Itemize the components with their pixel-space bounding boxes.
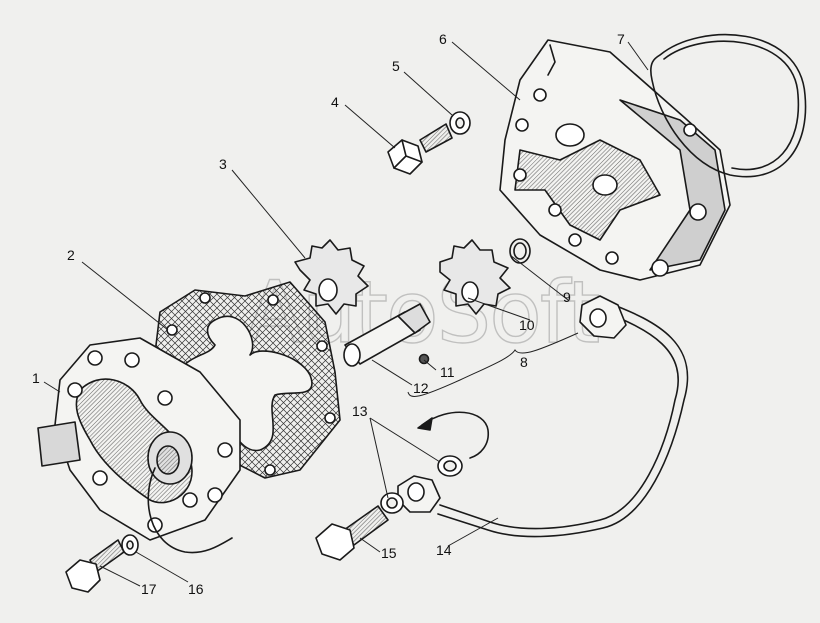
callout-5: 5 <box>392 58 400 74</box>
callout-9: 9 <box>563 289 571 305</box>
callout-13: 13 <box>352 403 368 419</box>
leader-lines <box>43 41 649 587</box>
washers-13 <box>380 455 463 514</box>
callout-7: 7 <box>617 31 625 47</box>
callout-17: 17 <box>141 581 157 597</box>
pump-cover-1 <box>37 337 241 554</box>
callout-12: 12 <box>413 380 429 396</box>
gear-10 <box>439 239 511 315</box>
gear-3 <box>294 239 369 315</box>
callout-3: 3 <box>219 156 227 172</box>
bracket-8 <box>407 332 579 397</box>
callout-4: 4 <box>331 94 339 110</box>
bolt-17 <box>65 539 125 593</box>
callout-2: 2 <box>67 247 75 263</box>
small-ring-9 <box>509 238 531 264</box>
rotation-arrow <box>417 411 490 459</box>
callout-10: 10 <box>519 317 535 333</box>
callout-8: 8 <box>520 354 528 370</box>
callout-14: 14 <box>436 542 452 558</box>
pump-housing <box>499 39 731 281</box>
callout-labels: 1 2 3 4 5 6 7 8 9 10 11 12 13 14 15 16 1… <box>32 31 625 597</box>
callout-15: 15 <box>381 545 397 561</box>
callout-1: 1 <box>32 370 40 386</box>
callout-6: 6 <box>439 31 447 47</box>
washer-16 <box>121 534 139 556</box>
callout-16: 16 <box>188 581 204 597</box>
large-o-ring <box>650 33 807 178</box>
callout-11: 11 <box>440 364 455 380</box>
oil-pipe-14 <box>397 295 689 538</box>
bolt-4 <box>387 123 453 175</box>
washer-5 <box>449 111 471 135</box>
bolt-15 <box>315 505 389 561</box>
shaft-12 <box>343 303 431 367</box>
